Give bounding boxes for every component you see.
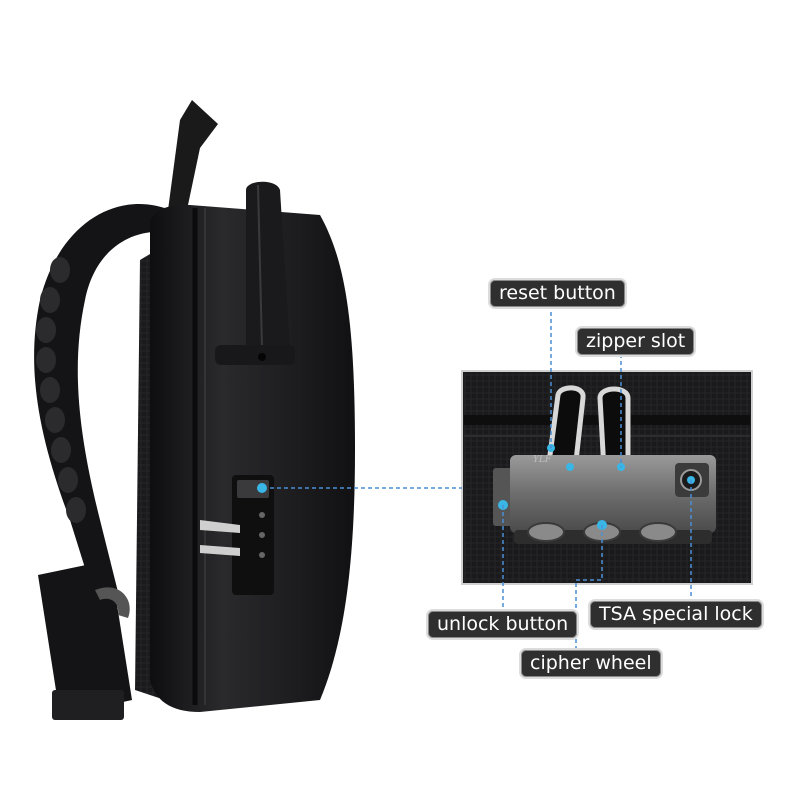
cipher-wheel-callout: cipher wheel — [519, 648, 663, 679]
backpack-image — [34, 100, 355, 720]
lock-logo: YLF — [533, 455, 552, 465]
tsa-lock-callout: TSA special lock — [588, 599, 764, 630]
reset-button-callout: reset button — [488, 278, 627, 309]
lock-closeup-image — [461, 370, 753, 585]
unlock-button-callout: unlock button — [426, 609, 580, 640]
zipper-slot-callout: zipper slot — [575, 326, 697, 357]
